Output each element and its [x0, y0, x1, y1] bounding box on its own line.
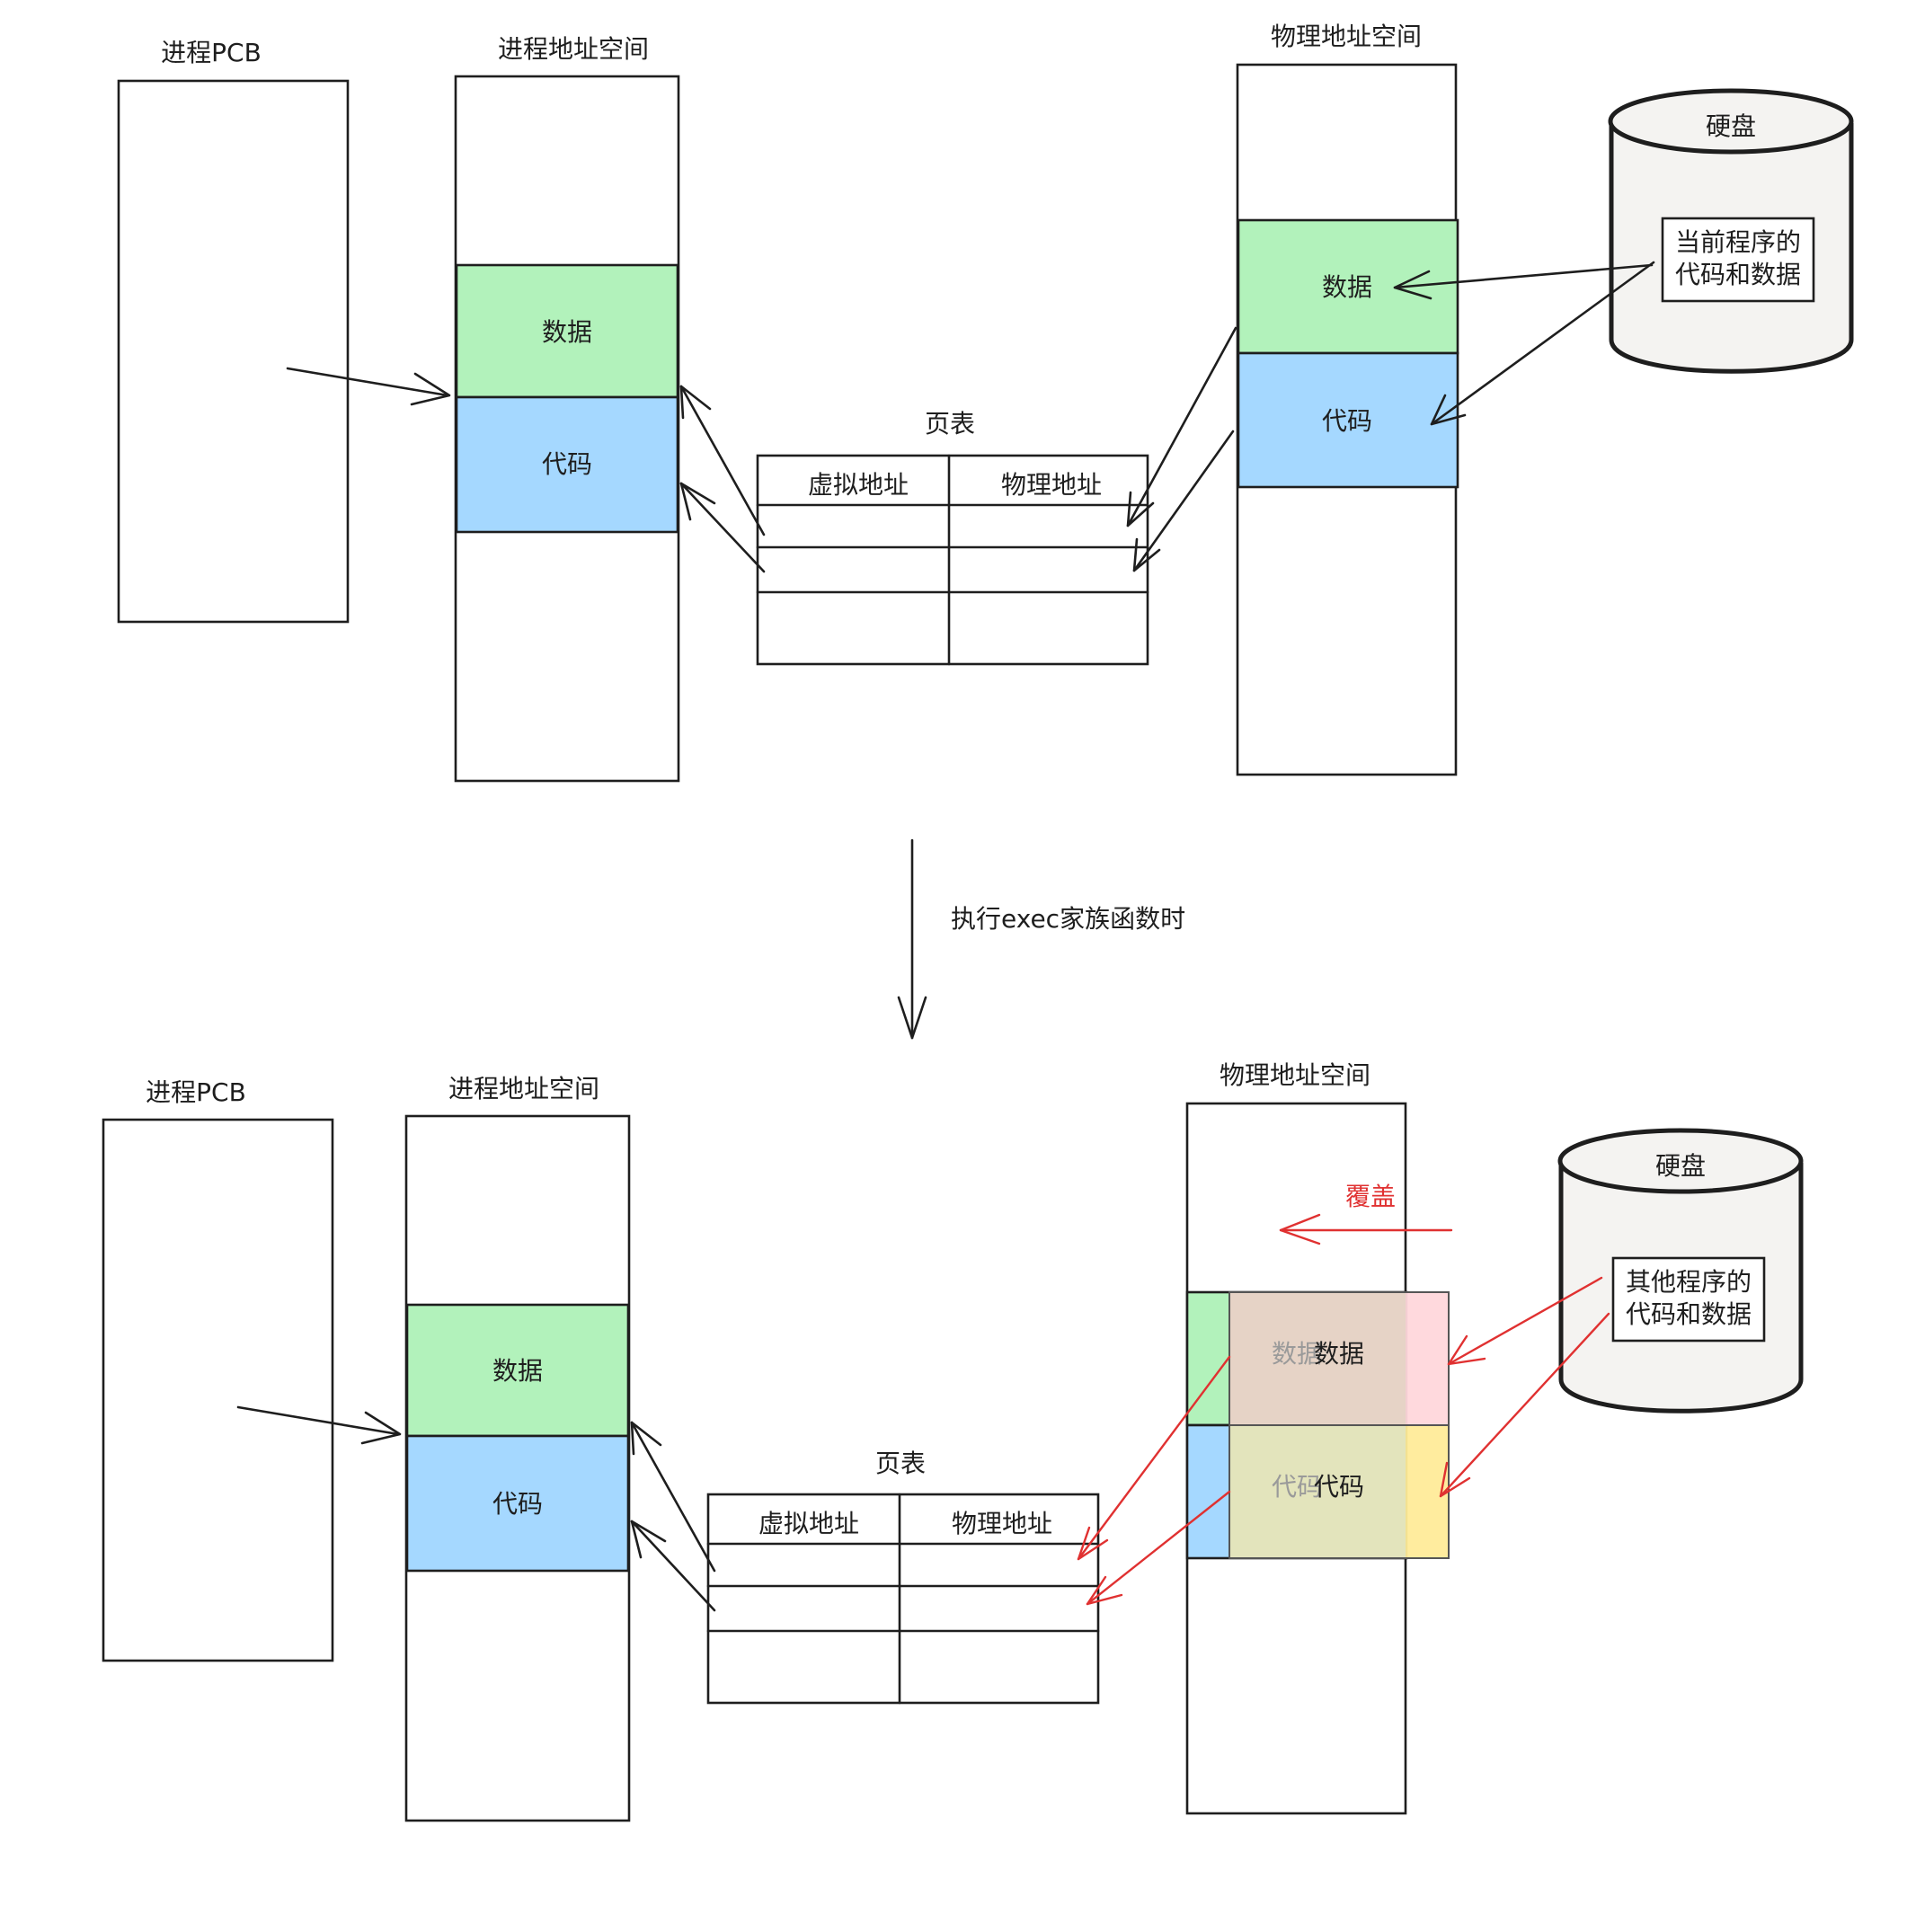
bottom-page-table: 页表 虚拟地址 物理地址	[706, 1449, 1100, 1705]
top-pcb-to-vspace-arrow	[286, 367, 451, 406]
top-pt-col-physical: 物理地址	[1001, 470, 1102, 500]
bottom-disk-content-line1: 其他程序的	[1626, 1267, 1752, 1297]
bottom-disk-title: 硬盘	[1655, 1151, 1706, 1181]
bottom-section: 进程PCB 进程地址空间 数据 代码 页表 虚拟地址 物理地址	[102, 1060, 1804, 1822]
bottom-code-overlap-region	[1229, 1425, 1406, 1558]
top-virtual-address-space: 进程地址空间 数据 代码	[454, 34, 680, 783]
bottom-pspace-title: 物理地址空间	[1220, 1060, 1370, 1090]
top-disk-lid	[1608, 88, 1854, 155]
top-page-table-title: 页表	[925, 409, 975, 439]
bottom-overwrite-arrow	[1279, 1213, 1453, 1245]
top-pcb-title: 进程PCB	[161, 38, 262, 67]
top-vspace-data-segment	[455, 263, 679, 399]
bottom-disk-to-pspace-arrows	[1439, 1276, 1610, 1498]
top-section: 进程PCB 进程地址空间 数据 代码 页表 虚拟地址 物理地址	[117, 22, 1854, 783]
top-pspace-data-segment	[1237, 218, 1459, 355]
bottom-pcb-title: 进程PCB	[146, 1077, 246, 1107]
top-page-table: 页表 虚拟地址 物理地址	[756, 409, 1149, 666]
bottom-old-data-label: 数据	[1272, 1339, 1322, 1369]
bottom-disk-content-box	[1611, 1256, 1766, 1343]
bottom-vspace-data-segment	[405, 1303, 630, 1438]
top-page-table-box	[756, 454, 1149, 666]
bottom-pt-to-vspace-arrows	[630, 1421, 716, 1612]
bottom-vspace-code-segment	[405, 1434, 630, 1573]
top-pspace-code-segment	[1237, 351, 1459, 489]
top-vspace-code-segment	[455, 395, 679, 534]
top-vspace-data-label: 数据	[542, 317, 592, 347]
top-pspace-to-pt-arrows	[1126, 326, 1237, 572]
top-disk-title: 硬盘	[1706, 111, 1756, 141]
bottom-data-overlap-region	[1229, 1292, 1406, 1425]
bottom-disk-lid	[1557, 1128, 1804, 1194]
bottom-disk: 硬盘 其他程序的 代码和数据	[1557, 1128, 1804, 1414]
bottom-new-data-label: 数据	[1314, 1339, 1364, 1369]
bottom-pcb: 进程PCB	[102, 1077, 334, 1662]
bottom-vspace-title: 进程地址空间	[448, 1074, 599, 1103]
top-pcb: 进程PCB	[117, 38, 350, 624]
top-pspace-data-label: 数据	[1322, 272, 1372, 302]
bottom-overwrite-label: 覆盖	[1345, 1182, 1396, 1211]
exec-transition-label: 执行exec家族函数时	[951, 904, 1185, 934]
bottom-pcb-box	[102, 1118, 334, 1662]
bottom-pspace-to-pt-arrows	[1077, 1355, 1231, 1606]
bottom-old-code-label: 代码	[1272, 1472, 1322, 1502]
top-pt-col-virtual: 虚拟地址	[808, 470, 909, 500]
bottom-page-table-box	[706, 1493, 1100, 1705]
bottom-pcb-to-vspace-arrow	[236, 1405, 402, 1445]
top-disk-content-box	[1661, 217, 1815, 303]
bottom-virtual-address-space: 进程地址空间 数据 代码	[404, 1074, 631, 1822]
top-vspace-code-label: 代码	[542, 449, 592, 479]
top-physical-address-space: 物理地址空间 数据 代码	[1236, 22, 1459, 776]
top-disk: 硬盘 当前程序的 代码和数据	[1608, 88, 1854, 374]
top-pspace-title: 物理地址空间	[1271, 22, 1422, 51]
bottom-pt-col-physical: 物理地址	[952, 1509, 1052, 1538]
bottom-new-code-label: 代码	[1314, 1472, 1364, 1502]
top-pcb-box	[117, 79, 350, 624]
bottom-vspace-data-label: 数据	[492, 1356, 543, 1386]
top-disk-content-line1: 当前程序的	[1675, 227, 1801, 257]
bottom-disk-content-line2: 代码和数据	[1626, 1299, 1752, 1329]
top-vspace-title: 进程地址空间	[498, 34, 649, 64]
top-pt-to-vspace-arrows	[679, 385, 766, 573]
bottom-vspace-code-label: 代码	[492, 1489, 543, 1519]
top-pspace-code-label: 代码	[1322, 406, 1372, 436]
bottom-physical-address-space: 物理地址空间 数据 数据 代码 代码 覆盖	[1185, 1060, 1453, 1815]
bottom-pt-col-virtual: 虚拟地址	[758, 1509, 859, 1538]
top-disk-to-pspace-arrows	[1393, 261, 1655, 426]
top-disk-content-line2: 代码和数据	[1675, 260, 1801, 289]
bottom-page-table-title: 页表	[875, 1449, 926, 1478]
exec-transition: 执行exec家族函数时	[897, 838, 1185, 1040]
